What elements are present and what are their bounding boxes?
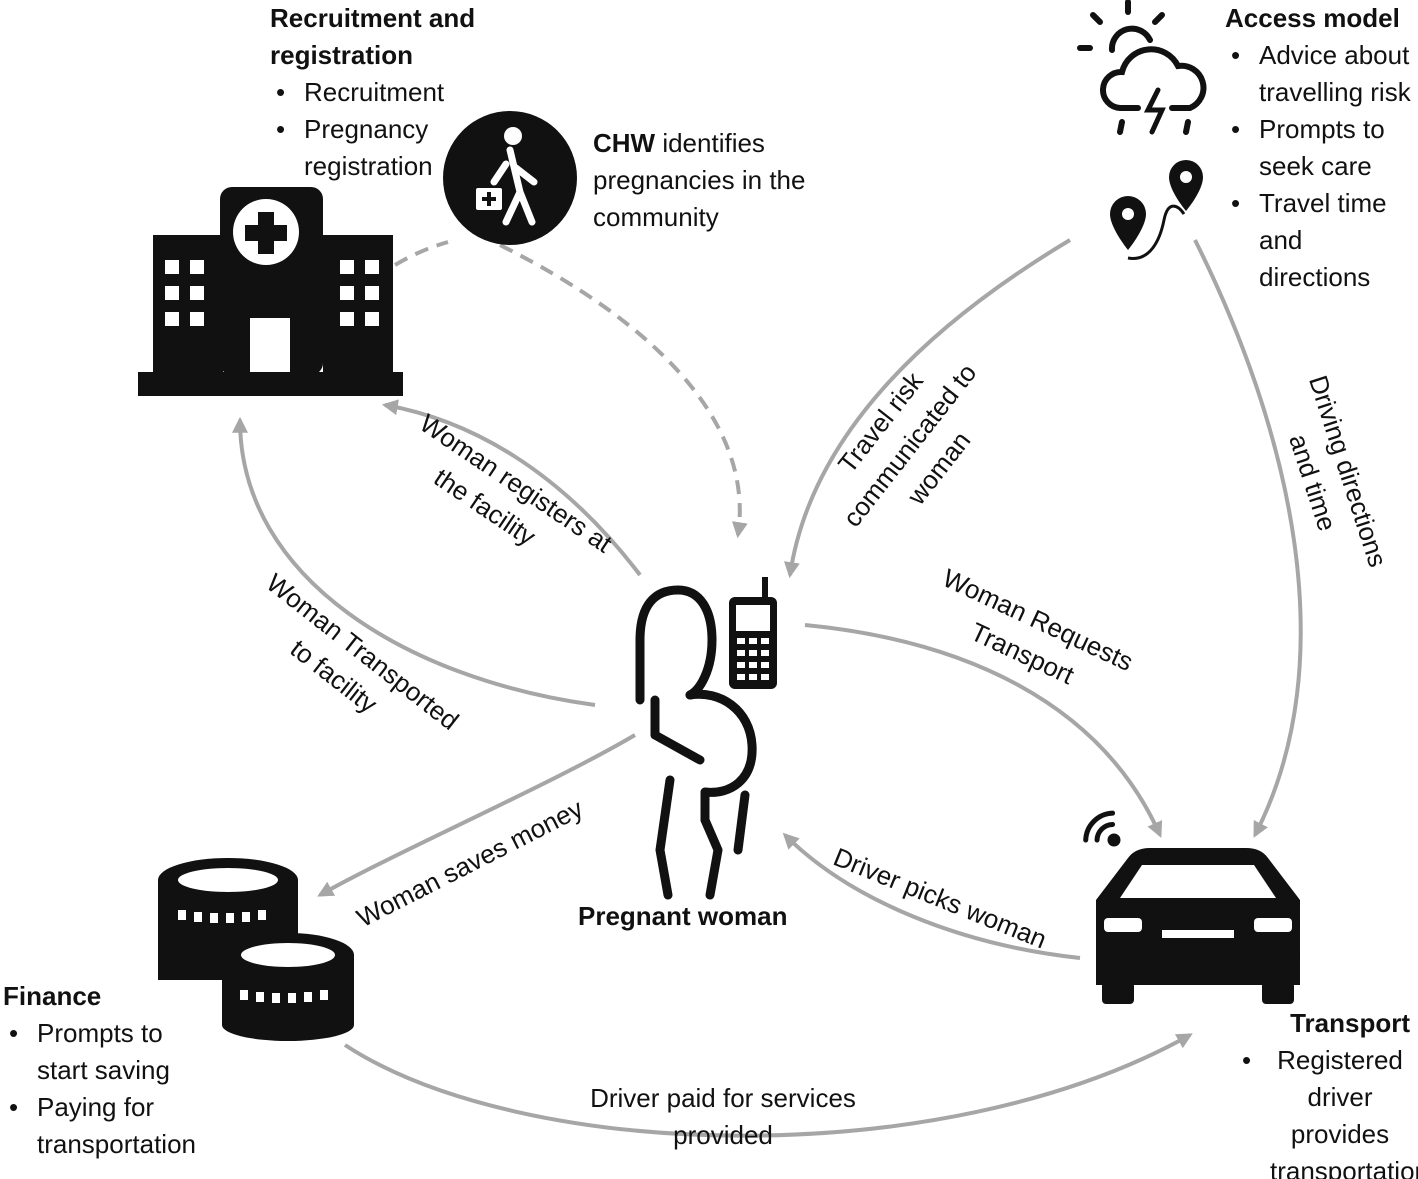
pregnant-woman-icon bbox=[635, 585, 757, 900]
access-model-bullet-text: Prompts to seek care bbox=[1259, 114, 1385, 181]
transport-title: Transport bbox=[1290, 1008, 1410, 1038]
map-route-icon bbox=[1110, 160, 1203, 260]
recruitment-bullets: Recruitment Pregnancy registration bbox=[270, 74, 475, 185]
pregnant-woman-title: Pregnant woman bbox=[578, 901, 788, 931]
car-icon bbox=[1096, 848, 1300, 1004]
finance-title: Finance bbox=[3, 981, 102, 1011]
access-model-bullet: Prompts to seek care bbox=[1225, 111, 1418, 185]
mobile-phone-icon bbox=[729, 577, 777, 689]
recruitment-bullet-text: Pregnancy registration bbox=[304, 114, 433, 181]
finance-bullet: Paying for transportation bbox=[3, 1089, 207, 1163]
access-model-title: Access model bbox=[1225, 3, 1400, 33]
finance-bullet-text: Prompts to start saving bbox=[37, 1018, 170, 1085]
wireless-signal-icon bbox=[1083, 810, 1121, 847]
finance-bullets: Prompts to start saving Paying for trans… bbox=[3, 1015, 207, 1163]
arrow-driving-directions bbox=[1193, 239, 1303, 838]
arrow-hospital-chw-dashed bbox=[393, 240, 449, 267]
transport-bullet: Registered driver provides transportatio… bbox=[1236, 1042, 1418, 1179]
access-model-node: Access model Advice about travelling ris… bbox=[1225, 0, 1418, 296]
finance-bullet: Prompts to start saving bbox=[3, 1015, 197, 1089]
recruitment-bullet: Recruitment bbox=[270, 74, 475, 111]
arrow-driver-picks bbox=[782, 832, 1081, 960]
coins-icon bbox=[158, 858, 354, 1041]
finance-node: Finance Prompts to start saving Paying f… bbox=[3, 978, 207, 1163]
access-model-bullet-text: Advice about travelling risk bbox=[1259, 40, 1411, 107]
edge-label-line: provided bbox=[673, 1120, 773, 1150]
recruitment-title-line1: Recruitment and bbox=[270, 3, 476, 33]
weather-storm-icon bbox=[1077, 0, 1207, 135]
arrow-woman-registers bbox=[381, 399, 642, 577]
recruitment-bullet: Pregnancy registration bbox=[270, 111, 464, 185]
arrow-chw-to-woman-dashed bbox=[499, 243, 748, 539]
arrow-woman-transported bbox=[232, 416, 596, 707]
arrows bbox=[232, 238, 1303, 1138]
health-worker-icon bbox=[443, 111, 577, 245]
recruitment-bullet-text: Recruitment bbox=[304, 77, 445, 107]
chw-text-line2: pregnancies in the bbox=[593, 165, 806, 195]
finance-bullet-text: Paying for transportation bbox=[37, 1092, 196, 1159]
edge-label-line: Driver paid for services bbox=[590, 1083, 856, 1113]
chw-title: CHW bbox=[593, 128, 656, 158]
transport-bullet-text: Registered driver provides transportatio… bbox=[1270, 1045, 1418, 1179]
chw-text-line1: identifies bbox=[655, 128, 765, 158]
access-model-bullets: Advice about travelling risk Prompts to … bbox=[1225, 37, 1418, 296]
recruitment-node: Recruitment and registration Recruitment… bbox=[270, 0, 475, 185]
arrow-woman-requests bbox=[804, 623, 1163, 838]
access-model-bullet-text: Travel time and directions bbox=[1259, 188, 1387, 292]
arrow-woman-saves bbox=[317, 733, 637, 897]
chw-node: CHW identifies pregnancies in the commun… bbox=[593, 125, 805, 236]
arrow-driver-paid bbox=[343, 1033, 1193, 1138]
hospital-icon bbox=[138, 187, 403, 396]
chw-text-line3: community bbox=[593, 202, 719, 232]
arrow-travel-risk bbox=[783, 238, 1072, 579]
access-model-bullet: Advice about travelling risk bbox=[1225, 37, 1418, 111]
transport-node: Transport Registered driver provides tra… bbox=[1236, 1005, 1418, 1179]
access-model-bullet: Travel time and directions bbox=[1225, 185, 1418, 296]
edge-label-paid: Driver paid for services provided bbox=[578, 1080, 868, 1154]
chw-line1: CHW identifies bbox=[593, 125, 805, 162]
transport-bullets: Registered driver provides transportatio… bbox=[1236, 1042, 1418, 1179]
recruitment-title-line2: registration bbox=[270, 40, 414, 70]
